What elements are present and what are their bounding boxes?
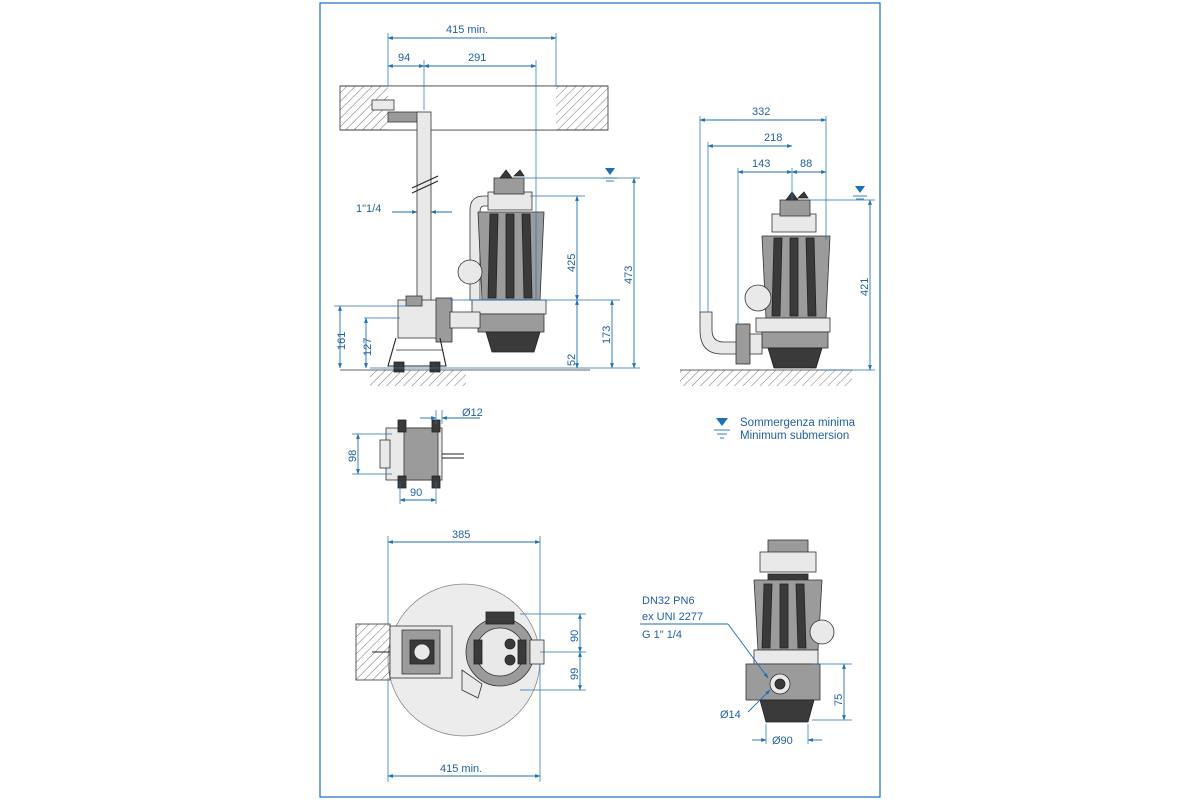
dim-161: 161 xyxy=(336,332,348,350)
dim-143: 143 xyxy=(752,158,770,170)
dim-98: 98 xyxy=(347,450,359,462)
dim-88: 88 xyxy=(800,158,812,170)
pump-side xyxy=(457,169,547,353)
dim-421: 421 xyxy=(859,278,871,296)
dim-415-min-bottom: 415 min. xyxy=(440,763,482,775)
floor-left xyxy=(370,370,466,386)
min-submersion-symbol-right xyxy=(853,186,867,200)
dim-173: 173 xyxy=(601,326,613,344)
front-view-dimensions: 332 218 143 88 421 xyxy=(699,106,875,371)
legend-text-english: Minimum submersion xyxy=(740,430,849,442)
min-submersion-symbol-left xyxy=(603,168,617,182)
outlet-spec-line1: DN32 PN6 xyxy=(642,595,695,607)
dim-127: 127 xyxy=(362,338,374,356)
dim-90-base: 90 xyxy=(410,487,422,499)
side-view-installation xyxy=(339,85,617,386)
dim-218: 218 xyxy=(764,132,782,144)
outlet-dimensions: 75 Ø14 Ø90 xyxy=(720,663,852,747)
dim-90-top: 90 xyxy=(569,630,581,642)
plan-view xyxy=(355,583,545,737)
dim-332: 332 xyxy=(752,106,770,118)
dim-473: 473 xyxy=(623,266,635,284)
outlet-front-view xyxy=(745,539,835,723)
base-plate-view xyxy=(379,419,464,489)
plan-view-dimensions: 385 90 99 415 min. xyxy=(387,529,586,782)
dim-1-1-4: 1"1/4 xyxy=(356,203,381,215)
base-plate-dimensions: Ø12 98 90 xyxy=(347,407,483,504)
legend: Sommergenza minima Minimum submersion xyxy=(714,417,856,442)
dim-415-min-top: 415 min. xyxy=(446,24,488,36)
drawing-frame xyxy=(319,2,881,798)
dim-d12: Ø12 xyxy=(462,407,483,419)
outlet-spec-line2: ex UNI 2277 xyxy=(642,611,703,623)
dim-291: 291 xyxy=(468,52,486,64)
outlet-spec-label: DN32 PN6 ex UNI 2277 G 1" 1/4 xyxy=(640,595,769,679)
side-view-dimensions: 415 min. 94 291 1"1/4 425 52 173 473 161… xyxy=(334,24,640,369)
dim-52: 52 xyxy=(566,354,578,366)
base-coupling xyxy=(387,295,481,373)
legend-text-italian: Sommergenza minima xyxy=(740,417,856,429)
dim-385: 385 xyxy=(452,529,470,541)
dim-75: 75 xyxy=(833,694,845,706)
water-level-symbol-icon xyxy=(716,418,728,426)
front-view-pump xyxy=(680,186,867,386)
dim-425: 425 xyxy=(566,254,578,272)
guide-pipe xyxy=(416,111,432,303)
dim-99: 99 xyxy=(569,668,581,680)
dim-d14: Ø14 xyxy=(720,709,741,721)
dim-94: 94 xyxy=(398,52,410,64)
outlet-spec-line3: G 1" 1/4 xyxy=(642,629,682,641)
floor-right xyxy=(680,370,852,386)
dim-d90-outlet: Ø90 xyxy=(772,735,793,747)
